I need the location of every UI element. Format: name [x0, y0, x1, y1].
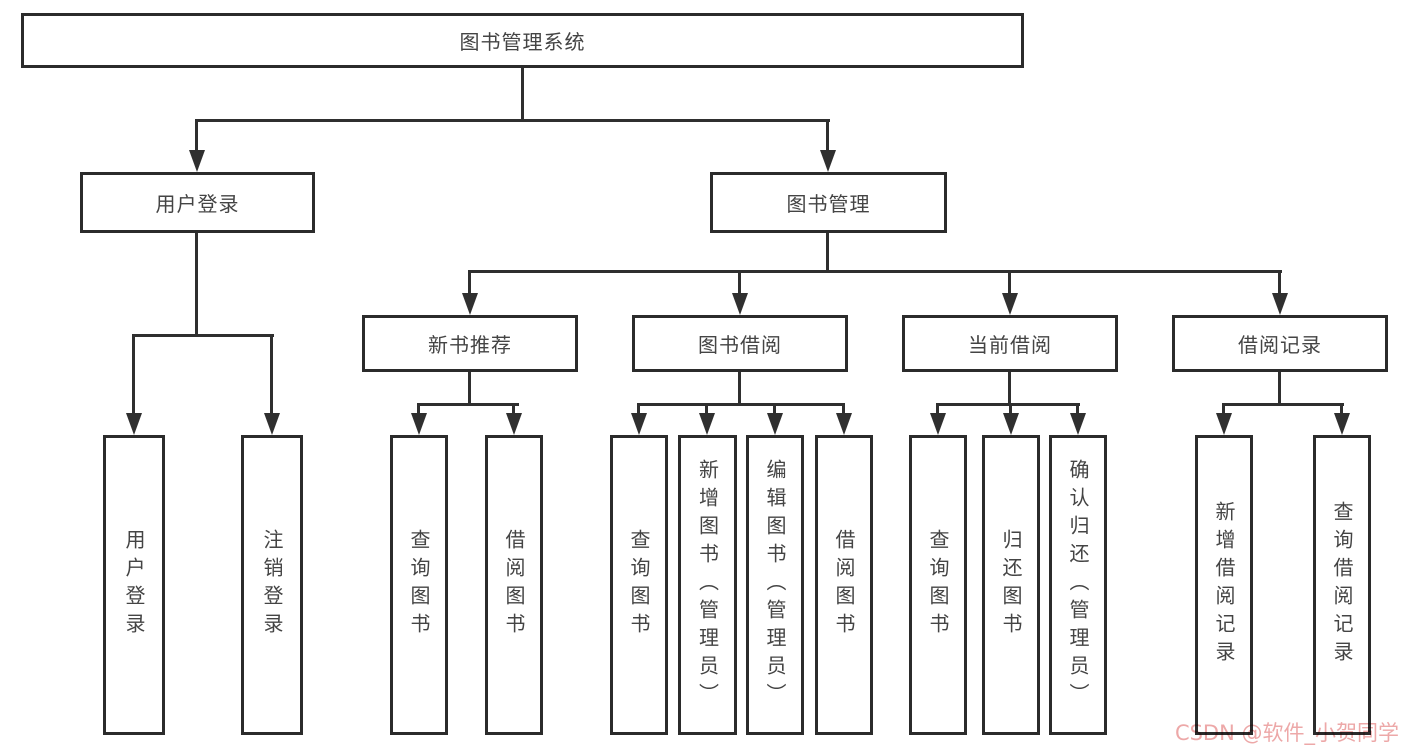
- leaf-logout: 注销登录: [241, 435, 303, 735]
- node-user-login: 用户登录: [80, 172, 315, 233]
- node-label: 归还图书: [999, 529, 1023, 641]
- arrowhead-down-icon: [189, 150, 205, 172]
- node-label: 用户登录: [155, 192, 240, 216]
- arrowhead-down-icon: [732, 293, 748, 315]
- connector-line: [637, 403, 845, 406]
- connector-line: [738, 270, 741, 296]
- node-book-management-system: 图书管理系统: [21, 13, 1024, 68]
- arrowhead-down-icon: [1216, 413, 1232, 435]
- node-label: 新增图书（管理员）: [695, 459, 720, 711]
- arrowhead-down-icon: [462, 293, 478, 315]
- node-label: 图书管理系统: [459, 30, 586, 54]
- connector-line: [468, 270, 1282, 273]
- node-book-management: 图书管理: [710, 172, 947, 233]
- arrowhead-down-icon: [836, 413, 852, 435]
- connector-line: [270, 334, 273, 426]
- arrowhead-down-icon: [411, 413, 427, 435]
- arrowhead-down-icon: [1334, 413, 1350, 435]
- connector-line: [738, 370, 741, 406]
- leaf-borrow-books: 借阅图书: [815, 435, 873, 735]
- arrowhead-down-icon: [506, 413, 522, 435]
- arrowhead-down-icon: [820, 150, 836, 172]
- leaf-query-books-current: 查询图书: [909, 435, 967, 735]
- arrowhead-down-icon: [264, 413, 280, 435]
- node-book-borrow: 图书借阅: [632, 315, 848, 372]
- connector-line: [195, 231, 198, 337]
- arrowhead-down-icon: [930, 413, 946, 435]
- leaf-query-borrow-record: 查询借阅记录: [1313, 435, 1371, 735]
- connector-line: [521, 66, 524, 122]
- leaf-query-books-borrow: 查询图书: [610, 435, 668, 735]
- arrowhead-down-icon: [126, 413, 142, 435]
- connector-line: [936, 403, 1080, 406]
- connector-line: [1222, 403, 1344, 406]
- node-label: 查询图书: [627, 529, 651, 641]
- leaf-confirm-return-admin: 确认归还（管理员）: [1049, 435, 1107, 735]
- leaf-return-books: 归还图书: [982, 435, 1040, 735]
- node-label: 编辑图书（管理员）: [763, 459, 787, 711]
- watermark: CSDN @软件_小贺同学: [1174, 721, 1399, 745]
- node-borrow-records: 借阅记录: [1172, 315, 1388, 372]
- arrowhead-down-icon: [1272, 293, 1288, 315]
- connector-line: [132, 334, 274, 337]
- node-label: 注销登录: [260, 529, 284, 641]
- connector-line: [195, 119, 830, 122]
- connector-line: [1008, 270, 1011, 296]
- node-label: 新书推荐: [428, 333, 512, 357]
- arrowhead-down-icon: [767, 413, 783, 435]
- connector-line: [132, 334, 135, 426]
- leaf-add-books-admin: 新增图书（管理员）: [678, 435, 737, 735]
- node-label: 图书借阅: [698, 333, 782, 357]
- node-label: 当前借阅: [968, 333, 1052, 357]
- arrowhead-down-icon: [1070, 413, 1086, 435]
- leaf-add-borrow-record: 新增借阅记录: [1195, 435, 1253, 735]
- node-current-borrow: 当前借阅: [902, 315, 1118, 372]
- connector-line: [826, 231, 829, 273]
- leaf-query-books-recommend: 查询图书: [390, 435, 448, 735]
- node-label: 借阅图书: [832, 529, 856, 641]
- arrowhead-down-icon: [631, 413, 647, 435]
- leaf-edit-books-admin: 编辑图书（管理员）: [746, 435, 804, 735]
- arrowhead-down-icon: [1003, 413, 1019, 435]
- node-label: 查询借阅记录: [1330, 501, 1354, 669]
- connector-line: [417, 403, 519, 406]
- connector-line: [1278, 370, 1281, 406]
- arrowhead-down-icon: [1002, 293, 1018, 315]
- node-new-book-recommend: 新书推荐: [362, 315, 578, 372]
- connector-line: [1008, 370, 1011, 406]
- connector-line: [826, 119, 829, 162]
- connector-line: [468, 270, 471, 296]
- leaf-borrow-books-recommend: 借阅图书: [485, 435, 543, 735]
- connector-line: [468, 370, 471, 406]
- connector-line: [195, 119, 198, 162]
- node-label: 确认归还（管理员）: [1066, 459, 1090, 711]
- node-label: 用户登录: [122, 529, 146, 641]
- node-label: 查询图书: [407, 529, 431, 641]
- node-label: 新增借阅记录: [1212, 501, 1236, 669]
- leaf-user-login: 用户登录: [103, 435, 165, 735]
- node-label: 借阅记录: [1238, 333, 1322, 357]
- node-label: 借阅图书: [502, 529, 526, 641]
- node-label: 图书管理: [786, 192, 871, 216]
- arrowhead-down-icon: [699, 413, 715, 435]
- node-label: 查询图书: [926, 529, 950, 641]
- connector-line: [1278, 270, 1281, 296]
